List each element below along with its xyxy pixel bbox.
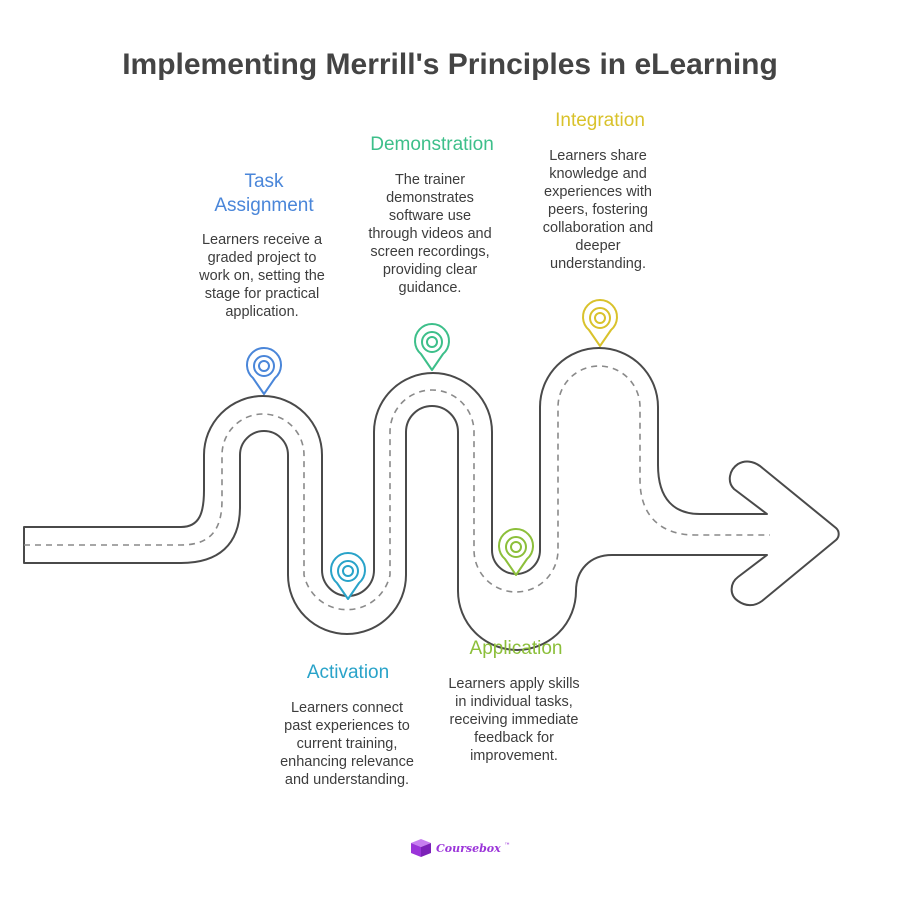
step-title-line: Application xyxy=(469,638,563,659)
step-desc-line: enhancing relevance xyxy=(280,754,414,770)
location-pin-icon xyxy=(582,299,618,347)
step-desc-line: application. xyxy=(225,304,299,320)
location-pin-icon xyxy=(414,323,450,371)
step-desc-line: Learners connect xyxy=(290,700,404,716)
step-desc-line: screen recordings, xyxy=(370,244,490,260)
step-title-line: Assignment xyxy=(214,195,314,216)
step-desc-line: understanding. xyxy=(550,256,646,272)
step-desc-line: providing clear xyxy=(382,262,478,278)
step-desc-line: peers, fostering xyxy=(548,202,648,218)
step-desc-line: current training, xyxy=(296,736,398,752)
step-desc-line: improvement. xyxy=(470,748,558,764)
step-desc-line: and understanding. xyxy=(284,772,410,788)
step-title-task-assignment: Task Assignment xyxy=(189,170,339,218)
step-title-line: Integration xyxy=(555,110,645,131)
step-desc-application: Learners apply skills in individual task… xyxy=(419,675,609,765)
step-desc-demonstration: The trainer demonstrates software use th… xyxy=(340,171,520,297)
brand-name: Coursebox xyxy=(436,841,501,855)
step-title-line: Task xyxy=(244,171,284,192)
location-pin-icon xyxy=(498,528,534,576)
step-desc-line: graded project to xyxy=(207,250,317,266)
step-desc-line: guidance. xyxy=(398,280,462,296)
step-desc-task-assignment: Learners receive a graded project to wor… xyxy=(172,231,352,321)
step-desc-line: stage for practical xyxy=(204,286,320,302)
step-desc-line: feedback for xyxy=(474,730,554,746)
step-title-demonstration: Demonstration xyxy=(342,133,522,157)
step-desc-line: work on, setting the xyxy=(199,268,325,284)
brand-logo: Coursebox ™ xyxy=(410,836,510,860)
step-title-line: Demonstration xyxy=(370,134,494,155)
page-title: Implementing Merrill's Principles in eLe… xyxy=(122,48,778,81)
step-desc-line: The trainer xyxy=(394,172,466,188)
step-desc-line: demonstrates xyxy=(386,190,474,206)
location-pin-icon xyxy=(246,347,282,395)
step-title-application: Application xyxy=(426,637,606,661)
step-title-integration: Integration xyxy=(510,109,690,133)
pins-layer xyxy=(246,299,618,600)
step-desc-line: software use xyxy=(388,208,472,224)
step-desc-line: knowledge and xyxy=(549,166,647,182)
road-outer-edge xyxy=(23,347,840,651)
step-desc-line: Learners receive a xyxy=(201,232,323,248)
cube-logo-icon xyxy=(411,839,431,857)
step-desc-line: Learners apply skills xyxy=(448,676,580,692)
brand-trademark: ™ xyxy=(504,842,510,848)
location-pin-icon xyxy=(330,552,366,600)
step-desc-line: collaboration and xyxy=(542,220,654,236)
step-desc-activation: Learners connect past experiences to cur… xyxy=(257,699,437,789)
step-desc-line: receiving immediate xyxy=(449,712,579,728)
step-desc-line: through videos and xyxy=(368,226,492,242)
step-title-activation: Activation xyxy=(258,661,438,685)
step-desc-line: Learners share xyxy=(549,148,647,164)
step-title-line: Activation xyxy=(306,662,390,683)
step-desc-integration: Learners share knowledge and experiences… xyxy=(508,147,688,273)
step-desc-line: in individual tasks, xyxy=(455,694,573,710)
step-desc-line: deeper xyxy=(575,238,621,254)
step-desc-line: past experiences to xyxy=(284,718,410,734)
road-center-line xyxy=(24,365,770,611)
step-desc-line: experiences with xyxy=(544,184,652,200)
